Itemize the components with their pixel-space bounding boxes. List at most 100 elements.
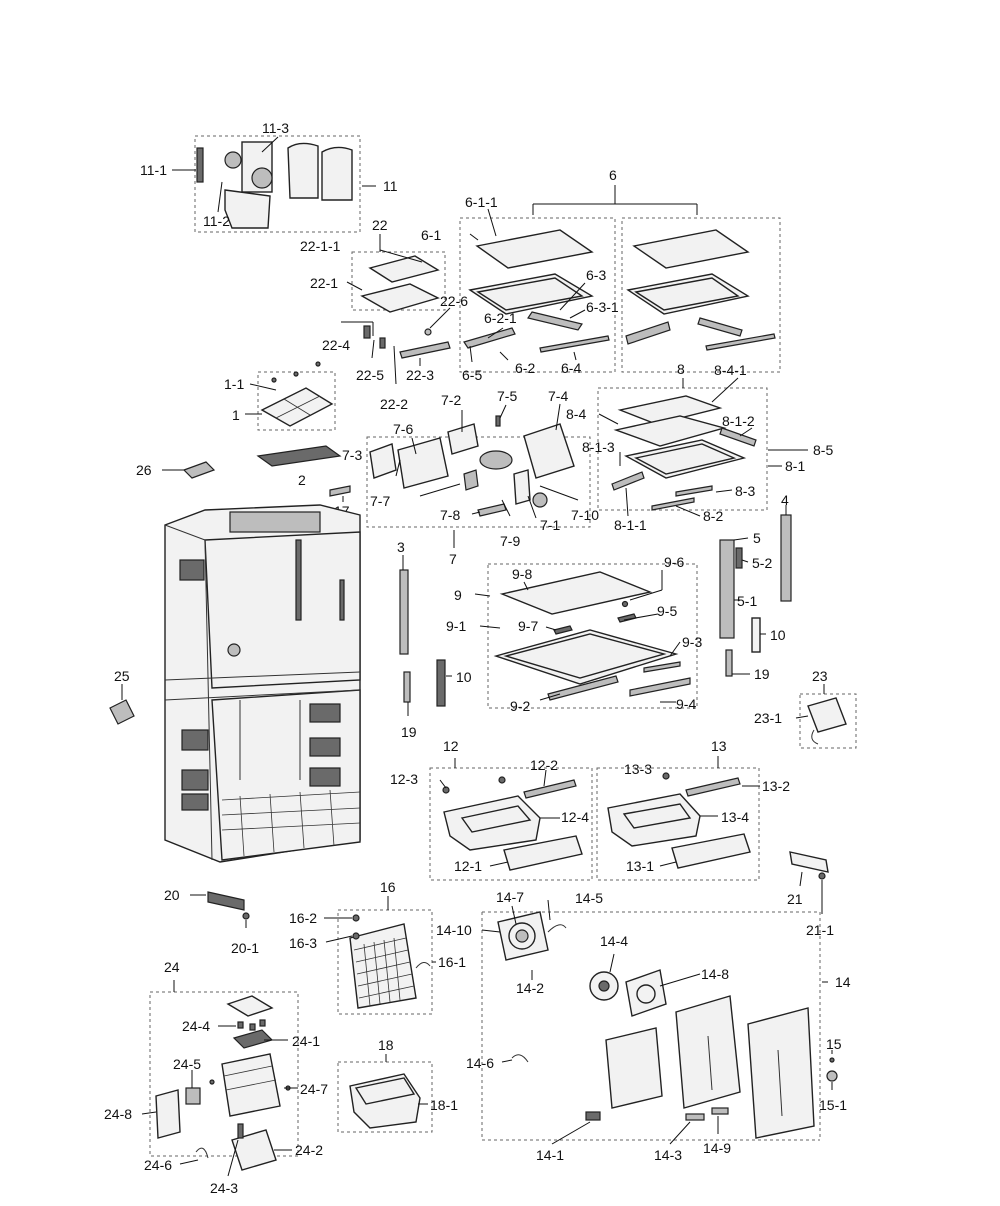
part-23-1[interactable] xyxy=(807,697,847,733)
part-20-1[interactable] xyxy=(242,912,250,920)
label-7-3: 7-3 xyxy=(342,447,362,463)
part-14-panel-c[interactable] xyxy=(747,1007,815,1139)
label-16: 16 xyxy=(380,879,396,895)
label-7-1: 7-1 xyxy=(540,517,560,533)
part-14-panel-b[interactable] xyxy=(675,995,741,1109)
part-9-7[interactable] xyxy=(553,625,573,635)
part-21-1[interactable] xyxy=(818,872,826,880)
part-11-cover-a[interactable] xyxy=(287,142,319,199)
part-10-right[interactable] xyxy=(751,617,761,653)
part-22-6[interactable] xyxy=(424,328,432,336)
label-7-6: 7-6 xyxy=(393,421,413,437)
part-26[interactable] xyxy=(182,461,216,479)
part-7-4[interactable] xyxy=(523,423,575,479)
part-22-1-1[interactable] xyxy=(368,255,440,283)
part-24-3[interactable] xyxy=(237,1123,244,1139)
part-11-cover-b[interactable] xyxy=(321,146,353,201)
part-22-1[interactable] xyxy=(360,283,440,313)
part-9-8[interactable] xyxy=(499,571,653,615)
label-7-4: 7-4 xyxy=(548,388,568,404)
part-8-2[interactable] xyxy=(651,497,695,511)
part-24-1[interactable] xyxy=(232,1029,274,1049)
part-3[interactable] xyxy=(399,569,409,655)
label-24-7: 24-7 xyxy=(300,1081,328,1097)
part-9-4[interactable] xyxy=(629,677,691,697)
part-group-3-10-19: 3 10 19 xyxy=(397,539,472,740)
part-16-1[interactable] xyxy=(349,923,417,1009)
part-22-3[interactable] xyxy=(399,341,451,359)
part-17[interactable] xyxy=(329,485,351,497)
part-6-4[interactable] xyxy=(539,335,610,353)
part-7-10[interactable] xyxy=(532,492,548,508)
part-8-1-1[interactable] xyxy=(611,471,645,491)
part-6-1-1[interactable] xyxy=(475,229,594,269)
part-24-2[interactable] xyxy=(231,1129,277,1171)
part-9-6[interactable] xyxy=(621,600,629,608)
label-14-3: 14-3 xyxy=(654,1147,682,1163)
part-7-8[interactable] xyxy=(463,469,479,491)
part-8-3[interactable] xyxy=(675,485,713,497)
label-14-1: 14-1 xyxy=(536,1147,564,1163)
part-7-2[interactable] xyxy=(447,423,479,455)
label-5-1: 5-1 xyxy=(737,593,757,609)
part-19-right[interactable] xyxy=(725,649,733,677)
part-7-3[interactable] xyxy=(369,443,397,479)
part-8-1-2[interactable] xyxy=(719,427,757,447)
part-14-6[interactable] xyxy=(511,1054,529,1063)
part-8-4[interactable] xyxy=(613,415,727,447)
part-7-1[interactable] xyxy=(513,469,531,505)
part-24-4[interactable] xyxy=(237,1021,244,1029)
part-12-1[interactable] xyxy=(503,835,583,871)
part-15[interactable] xyxy=(829,1057,835,1063)
part-22-2[interactable] xyxy=(379,337,386,349)
part-12-2[interactable] xyxy=(523,779,577,799)
label-7-2: 7-2 xyxy=(441,392,461,408)
part-9-2[interactable] xyxy=(547,675,619,701)
label-15-1: 15-1 xyxy=(819,1097,847,1113)
part-7-6[interactable] xyxy=(397,437,449,489)
part-11-2[interactable] xyxy=(224,189,271,229)
label-12-2: 12-2 xyxy=(530,757,558,773)
part-15-1[interactable] xyxy=(826,1070,838,1082)
label-16-3: 16-3 xyxy=(289,935,317,951)
part-21[interactable] xyxy=(789,851,829,873)
label-11-3: 11-3 xyxy=(262,120,289,136)
label-22-4: 22-4 xyxy=(322,337,350,353)
part-13-3[interactable] xyxy=(662,772,670,780)
refrigerator-cabinet[interactable] xyxy=(164,504,361,863)
part-7-9-motor[interactable] xyxy=(479,450,513,470)
part-14-9[interactable] xyxy=(711,1107,729,1115)
part-14-5[interactable] xyxy=(547,924,567,933)
part-24-6[interactable] xyxy=(195,1147,209,1159)
part-14-panel-a[interactable] xyxy=(605,1027,663,1109)
part-25[interactable] xyxy=(109,699,135,725)
part-10-left[interactable] xyxy=(436,659,446,707)
part-1-1[interactable] xyxy=(271,377,277,383)
part-16-2[interactable] xyxy=(352,914,360,922)
part-11-1[interactable] xyxy=(196,147,204,183)
part-9-3[interactable] xyxy=(643,661,681,673)
part-5-2[interactable] xyxy=(735,547,743,569)
part-13-2[interactable] xyxy=(685,777,741,797)
part-4[interactable] xyxy=(780,514,792,602)
part-8-4-1[interactable] xyxy=(617,395,723,425)
part-19-left[interactable] xyxy=(403,671,411,703)
label-14-5: 14-5 xyxy=(575,890,603,906)
part-22-4[interactable] xyxy=(363,325,371,339)
label-22: 22 xyxy=(372,217,388,233)
part-24-5[interactable] xyxy=(185,1087,201,1105)
part-16-3[interactable] xyxy=(352,932,360,940)
part-13-1[interactable] xyxy=(671,833,751,869)
part-24-4-plate[interactable] xyxy=(226,995,274,1017)
part-6-2[interactable] xyxy=(463,327,516,349)
label-7-7: 7-7 xyxy=(370,493,390,509)
part-5-1[interactable] xyxy=(719,539,735,639)
part-12-3[interactable] xyxy=(442,786,450,794)
part-2[interactable] xyxy=(256,445,342,467)
part-7-5[interactable] xyxy=(495,415,501,427)
part-14-3[interactable] xyxy=(685,1113,705,1121)
part-20[interactable] xyxy=(207,891,245,911)
part-24-8[interactable] xyxy=(155,1089,181,1139)
part-6-3[interactable] xyxy=(527,311,583,331)
part-14-1[interactable] xyxy=(585,1111,601,1121)
